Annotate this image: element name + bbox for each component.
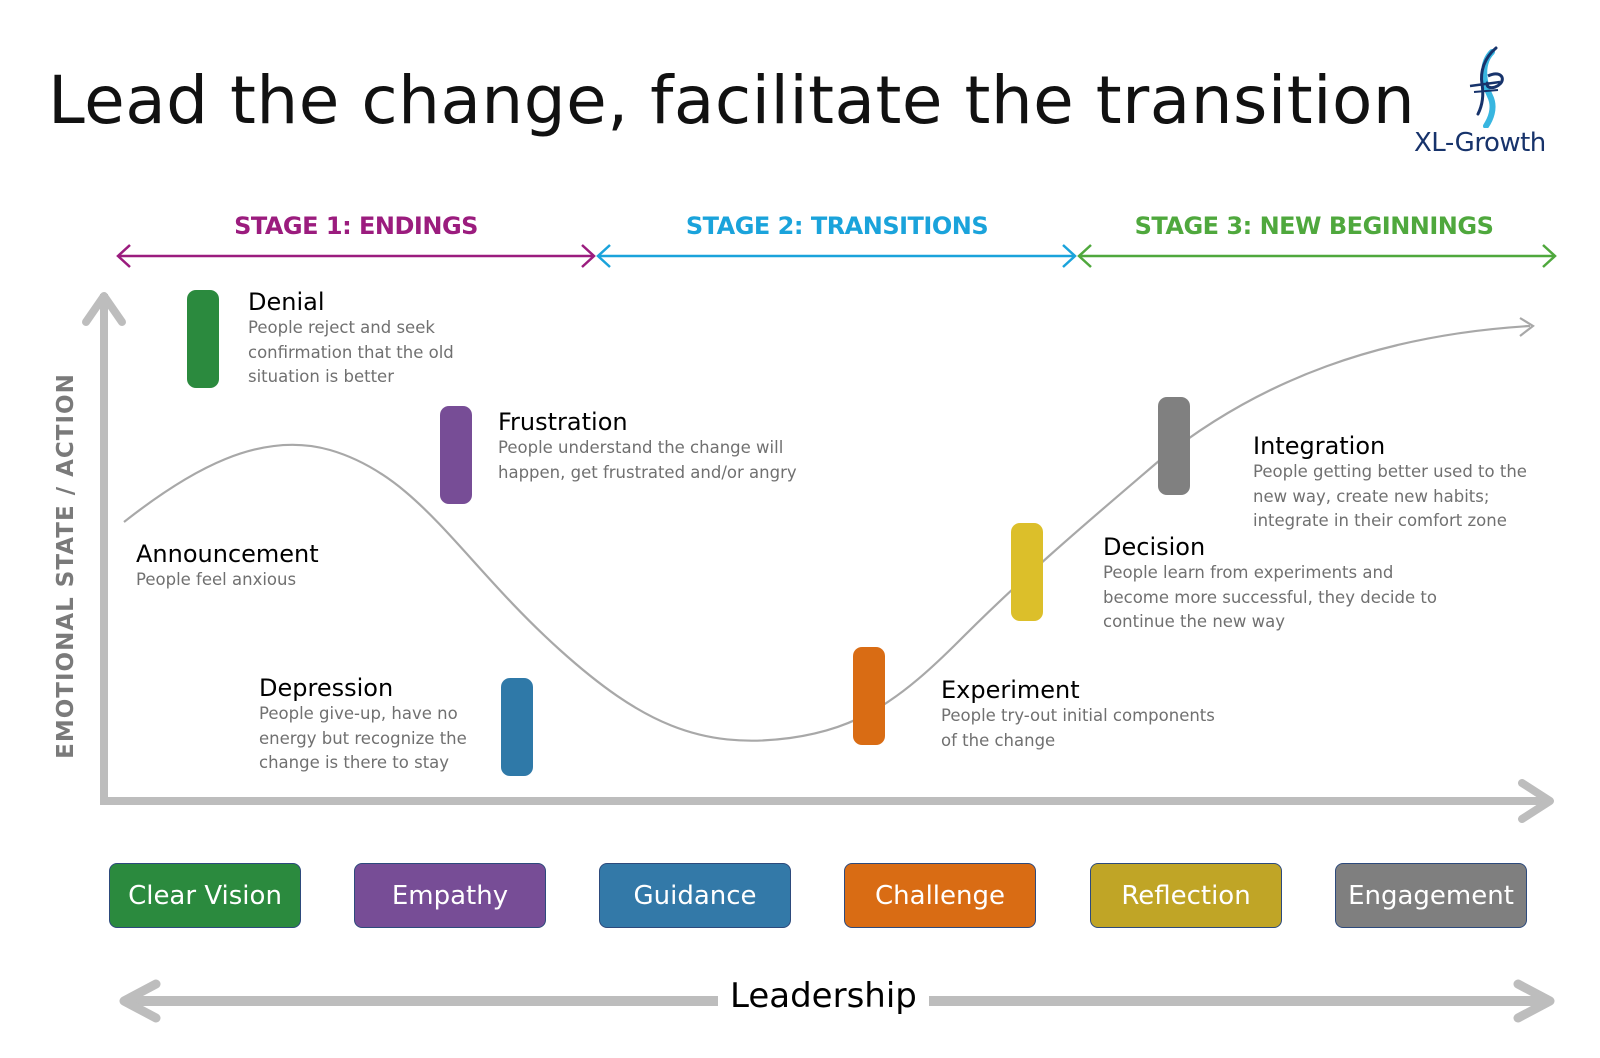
y-axis-label: EMOTIONAL STATE / ACTION: [53, 373, 79, 759]
phase-announcement: Announcement People feel anxious: [136, 540, 319, 593]
depression-marker: [501, 678, 533, 776]
phase-description: People learn from experiments and become…: [1103, 563, 1437, 631]
stage-2-arrow: [596, 244, 1077, 268]
phase-frustration: Frustration People understand the change…: [498, 408, 797, 485]
arrow-right-icon: [1062, 244, 1077, 268]
role-empathy: Empathy: [354, 863, 546, 928]
phase-title: Announcement: [136, 540, 319, 568]
role-guidance: Guidance: [599, 863, 791, 928]
arrow-left-icon: [116, 244, 131, 268]
phase-title: Integration: [1253, 432, 1386, 460]
role-engagement: Engagement: [1335, 863, 1527, 928]
logo-text: XL-Growth: [1414, 128, 1546, 158]
phase-description: People give-up, have no energy but recog…: [259, 704, 467, 772]
phase-description: People try-out initial components of the…: [941, 706, 1215, 750]
role-challenge: Challenge: [844, 863, 1036, 928]
phase-description: People understand the change will happen…: [498, 438, 797, 482]
y-axis: [82, 292, 126, 800]
frustration-marker: [440, 406, 472, 504]
decision-marker: [1011, 523, 1043, 621]
leadership-left-arrow-icon: [119, 979, 161, 1023]
change-curve: [123, 324, 1531, 742]
phase-title: Denial: [248, 288, 325, 316]
phase-title: Frustration: [498, 408, 628, 436]
phase-denial: Denial People reject and seek confirmati…: [248, 288, 454, 390]
phase-integration: Integration People getting better used t…: [1253, 432, 1527, 534]
integration-marker: [1158, 397, 1190, 495]
phase-title: Depression: [259, 674, 394, 702]
x-axis: [100, 779, 1554, 823]
stage-2-label: STAGE 2: TRANSITIONS: [685, 212, 989, 240]
xl-growth-logo-icon: [1469, 46, 1504, 128]
stage-1-arrow: [116, 244, 596, 268]
logo: XL-Growth: [1410, 44, 1570, 164]
stage-3-label: STAGE 3: NEW BEGINNINGS: [1134, 212, 1494, 240]
experiment-marker: [853, 647, 885, 745]
phase-description: People feel anxious: [136, 570, 297, 589]
role-reflection: Reflection: [1090, 863, 1282, 928]
x-axis-arrow-icon: [1518, 779, 1554, 823]
y-axis-arrow-icon: [82, 292, 126, 326]
curve-arrow-icon: [1519, 317, 1535, 337]
phase-title: Experiment: [941, 676, 1080, 704]
page-title: Lead the change, facilitate the transiti…: [48, 62, 1416, 139]
arrow-right-icon: [581, 244, 596, 268]
phase-title: Decision: [1103, 533, 1206, 561]
denial-marker: [187, 290, 219, 388]
phase-description: People getting better used to the new wa…: [1253, 462, 1527, 530]
arrow-left-icon: [1077, 244, 1092, 268]
arrow-left-icon: [596, 244, 611, 268]
stage-1-label: STAGE 1: ENDINGS: [234, 212, 478, 240]
phase-decision: Decision People learn from experiments a…: [1103, 533, 1437, 635]
role-clear-vision: Clear Vision: [109, 863, 301, 928]
leadership-right-arrow-icon: [1513, 979, 1555, 1023]
phase-experiment: Experiment People try-out initial compon…: [941, 676, 1215, 753]
arrow-right-icon: [1542, 244, 1557, 268]
phase-depression: Depression People give-up, have no energ…: [259, 674, 467, 776]
phase-description: People reject and seek confirmation that…: [248, 318, 454, 386]
stage-3-arrow: [1077, 244, 1557, 268]
leadership-label: Leadership: [718, 976, 929, 1016]
